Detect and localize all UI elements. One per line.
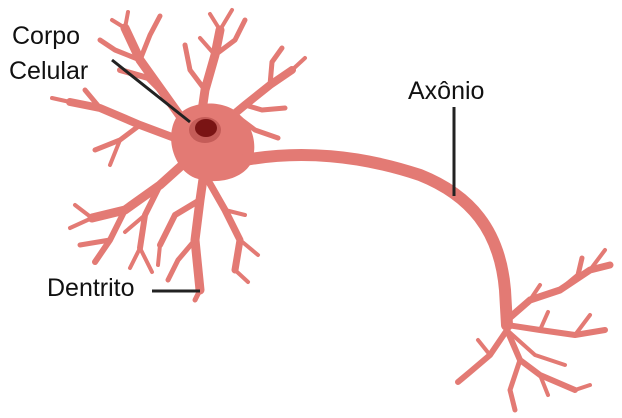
nucleus xyxy=(195,119,217,137)
cell-body-label-line2: Celular xyxy=(9,59,88,84)
cell-body-label-line1: Corpo xyxy=(12,24,80,49)
neuron xyxy=(52,10,610,410)
dendrite-label: Dentrito xyxy=(47,276,135,301)
axon-terminals xyxy=(458,250,610,410)
axon-label: Axônio xyxy=(408,79,484,104)
axon xyxy=(245,155,507,325)
